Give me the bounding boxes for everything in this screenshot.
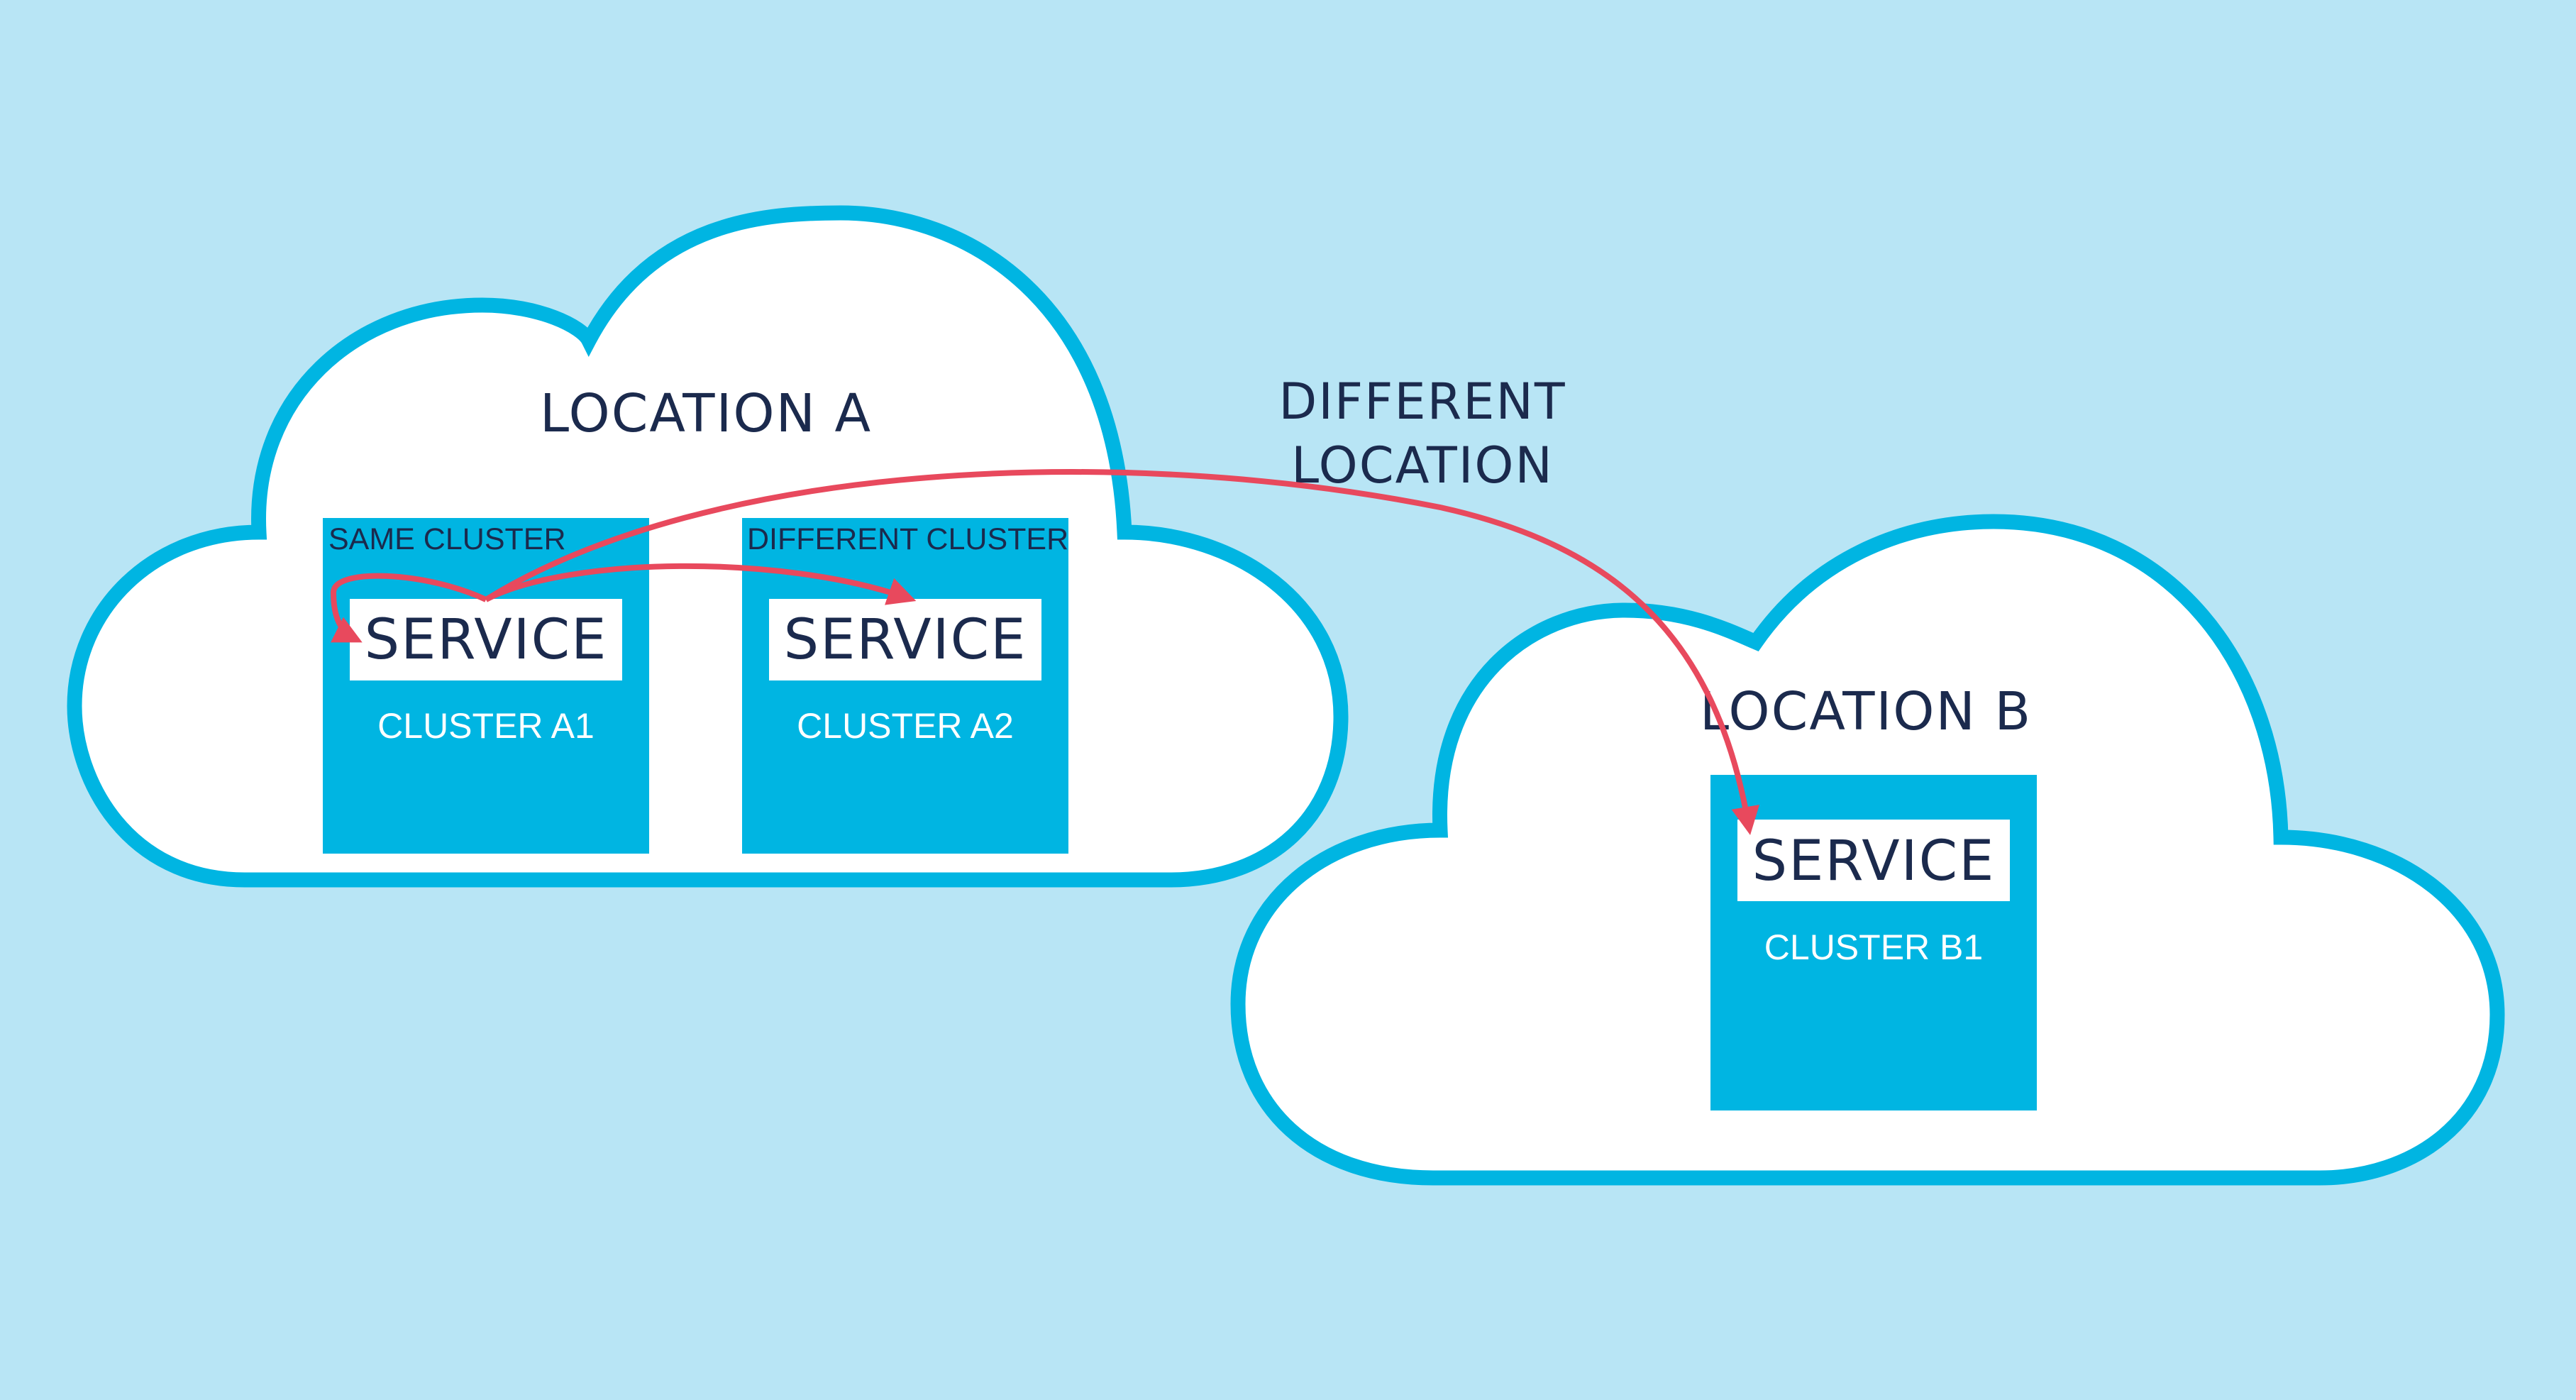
service-box-a2: [769, 599, 1041, 680]
service-label-a2: SERVICE: [784, 608, 1027, 672]
cloud-location-a: [67, 205, 1349, 888]
cluster-name-a2: CLUSTER A2: [797, 706, 1014, 746]
service-label-a1: SERVICE: [365, 608, 608, 672]
different-location-label-line2: LOCATION: [1291, 436, 1554, 495]
different-cluster-tag: DIFFERENT CLUSTER: [747, 522, 1068, 556]
different-location-label-line1: DIFFERENT: [1278, 373, 1566, 431]
cluster-box-a2: [742, 518, 1068, 854]
service-box-a1: [350, 599, 622, 680]
location-a-title: LOCATION A: [540, 383, 872, 444]
arrow-different-location: [484, 469, 1760, 835]
arrow-different-cluster: [485, 563, 917, 605]
same-cluster-tag: SAME CLUSTER: [328, 522, 566, 556]
service-label-b1: SERVICE: [1752, 829, 1996, 893]
service-box-b1: [1737, 820, 2010, 901]
arrow-same-cluster: [330, 573, 487, 643]
location-b-title: LOCATION B: [1700, 681, 2032, 742]
cluster-name-b1: CLUSTER B1: [1764, 927, 1983, 967]
cluster-name-a1: CLUSTER A1: [377, 706, 595, 746]
